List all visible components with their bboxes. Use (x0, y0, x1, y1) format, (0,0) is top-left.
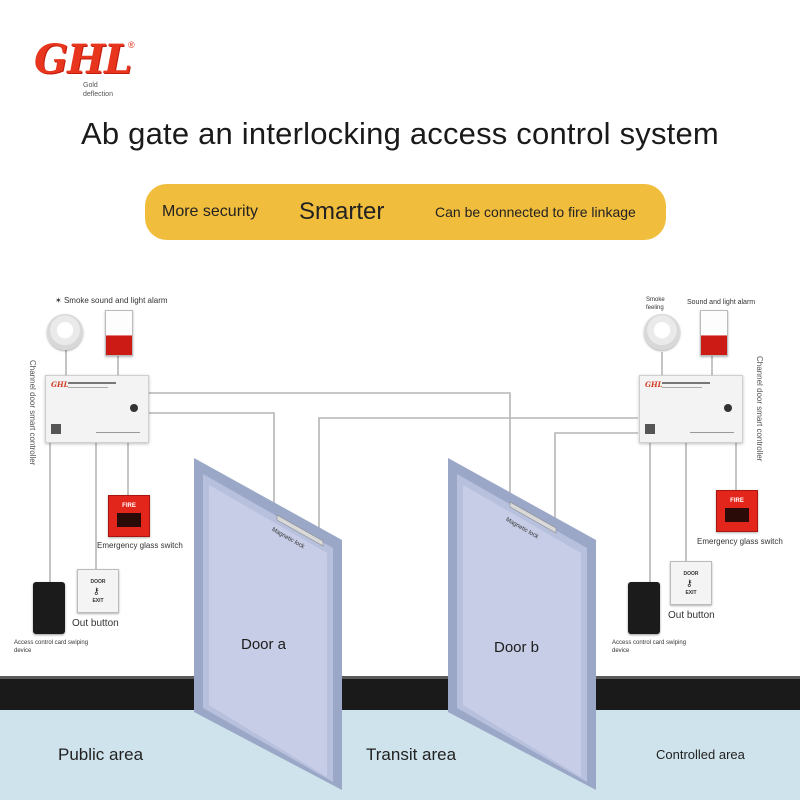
door-a-panel (209, 485, 327, 777)
right-exit-exit-text: EXIT (685, 590, 697, 596)
right-out-button-label: Out button (668, 610, 715, 621)
right-fire-window (725, 508, 749, 522)
left-controller-qr-icon (51, 424, 61, 434)
left-smoke-alarm-text: Smoke sound and light alarm (63, 296, 168, 305)
right-sound-alarm-label: Sound and light alarm (687, 299, 756, 306)
right-smoke-label: Smoke feeling (646, 296, 665, 312)
left-card-reader-label-line1: Access control card swiping (14, 640, 89, 646)
left-controller-logo: GHL (51, 380, 69, 389)
page-title: Ab gate an interlocking access control s… (81, 116, 719, 151)
floor-band (0, 676, 800, 710)
right-smoke-label-line2: feeling (646, 305, 664, 311)
wire-right-to-door-a (318, 417, 638, 534)
door-a (194, 458, 342, 790)
banner-item-smarter: Smarter (299, 198, 385, 225)
right-controller-footer (690, 432, 734, 433)
left-controller-footer (96, 432, 140, 433)
logo-subtitle: Gold deflection (83, 81, 113, 99)
left-card-reader (33, 582, 65, 634)
banner-item-fire-linkage: Can be connected to fire linkage (435, 204, 636, 220)
right-card-reader-label: Access control card swiping device (612, 639, 686, 655)
left-sound-light-alarm (105, 310, 133, 356)
brand-logo: GHL (34, 38, 144, 100)
right-controller-subplate (662, 387, 702, 388)
door-a-label: Door a (241, 636, 287, 653)
left-card-reader-label: Access control card swiping device (14, 639, 88, 655)
left-fire-text: FIRE (122, 503, 136, 509)
left-key-icon: ⚷ (93, 586, 100, 596)
left-exit-button: DOOR ⚷ EXIT (77, 569, 119, 613)
right-controller-key-icon (724, 404, 732, 412)
right-controller-qr-icon (645, 424, 655, 434)
right-card-reader-label-line1: Access control card swiping (612, 640, 687, 646)
left-controller-label: Channel door smart controller (28, 360, 37, 466)
left-card-reader-label-line2: device (14, 648, 32, 654)
left-exit-exit-text: EXIT (92, 598, 104, 604)
door-a-magnetic-lock (276, 514, 324, 547)
door-b-panel (463, 485, 581, 777)
right-smoke-label-line1: Smoke (646, 297, 665, 303)
floor-edge (0, 676, 800, 679)
left-controller-nameplate (68, 382, 116, 384)
left-fire-window (117, 513, 141, 527)
right-key-icon: ⚷ (686, 578, 693, 588)
logo-subtitle-line2: deflection (83, 91, 113, 98)
left-emergency-glass-switch: FIRE (108, 495, 150, 537)
left-out-button-label: Out button (72, 618, 119, 629)
feature-banner: More security Smarter Can be connected t… (145, 184, 666, 240)
transit-area-label: Transit area (366, 745, 457, 764)
right-card-reader (628, 582, 660, 634)
right-controller: GHL (639, 375, 743, 443)
public-area-label: Public area (58, 745, 144, 764)
person-icon: ✶ (55, 296, 62, 305)
floor-area (0, 710, 800, 800)
door-b (448, 458, 596, 790)
right-exit-door-text: DOOR (683, 571, 699, 577)
left-controller-key-icon (130, 404, 138, 412)
banner-item-security: More security (162, 203, 259, 220)
logo-wordmark: GHL (34, 36, 132, 83)
wire-left-to-door-a (148, 412, 275, 512)
right-smoke-detector (644, 314, 680, 350)
left-smoke-alarm-label: ✶ Smoke sound and light alarm (55, 296, 168, 305)
controlled-area-label: Controlled area (656, 747, 745, 762)
door-b-label: Door b (494, 639, 540, 656)
right-card-reader-label-line2: device (612, 648, 630, 654)
wiring (49, 350, 737, 590)
right-controller-logo: GHL (645, 380, 663, 389)
logo-subtitle-line1: Gold (83, 82, 98, 89)
right-emergency-glass-switch: FIRE (716, 490, 758, 532)
right-controller-label: Channel door smart controller (755, 356, 764, 462)
right-sound-light-alarm (700, 310, 728, 356)
door-b-magnetic-lock (509, 501, 557, 534)
left-glass-switch-label: Emergency glass switch (97, 541, 183, 550)
right-glass-switch-label: Emergency glass switch (697, 537, 783, 546)
right-exit-button: DOOR ⚷ EXIT (670, 561, 712, 605)
left-controller: GHL (45, 375, 149, 443)
left-exit-door-text: DOOR (90, 579, 106, 585)
registered-mark: ® (128, 40, 135, 50)
left-controller-subplate (68, 387, 108, 388)
left-smoke-detector (47, 314, 83, 350)
wire-left-to-door-b (148, 392, 511, 500)
right-controller-nameplate (662, 382, 710, 384)
right-fire-text: FIRE (730, 498, 744, 504)
wire-right-to-door-b (554, 432, 638, 526)
